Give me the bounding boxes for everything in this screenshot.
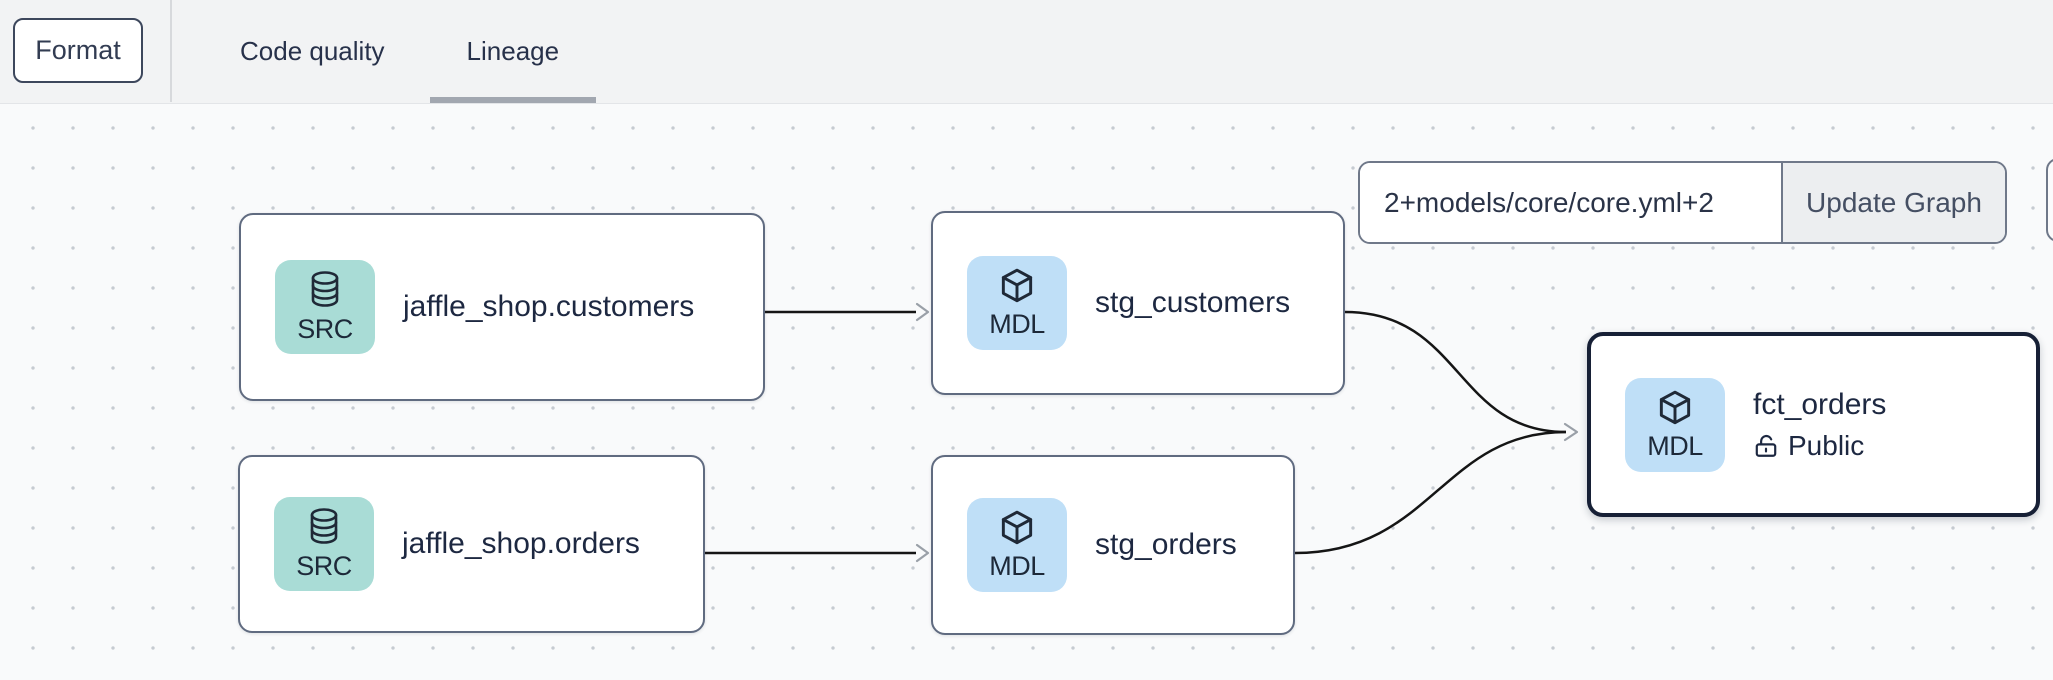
- node-stg-orders[interactable]: MDL stg_orders: [931, 455, 1295, 635]
- node-label: stg_customers: [1095, 286, 1291, 319]
- tab-label: Code quality: [240, 36, 385, 66]
- cropped-right-button[interactable]: [2046, 158, 2053, 242]
- node-text: fct_orders Public: [1753, 388, 1886, 462]
- node-fct-orders[interactable]: MDL fct_orders Public: [1587, 332, 2040, 517]
- unlock-icon: [1755, 434, 1777, 457]
- source-badge: SRC: [274, 497, 374, 591]
- node-type-label: SRC: [297, 314, 353, 344]
- node-jaffle-shop-customers[interactable]: SRC jaffle_shop.customers: [239, 213, 765, 401]
- tab-label: Lineage: [466, 36, 560, 66]
- node-jaffle-shop-orders[interactable]: SRC jaffle_shop.orders: [238, 455, 705, 633]
- node-type-label: SRC: [296, 551, 352, 581]
- lineage-selector-input[interactable]: [1360, 163, 1781, 242]
- node-type-label: MDL: [989, 551, 1045, 581]
- node-label: jaffle_shop.orders: [402, 527, 640, 560]
- node-access: Public: [1753, 430, 1886, 462]
- source-badge: SRC: [275, 260, 375, 354]
- node-stg-customers[interactable]: MDL stg_customers: [931, 211, 1345, 395]
- access-label: Public: [1788, 429, 1865, 461]
- toolbar-divider: [170, 0, 172, 102]
- model-badge: MDL: [967, 256, 1067, 350]
- cube-icon: [1659, 390, 1691, 424]
- node-label: stg_orders: [1095, 528, 1237, 561]
- database-icon: [311, 271, 339, 307]
- database-icon: [310, 508, 338, 544]
- node-label: jaffle_shop.customers: [403, 290, 695, 323]
- node-type-label: MDL: [989, 309, 1045, 339]
- tab-code-quality[interactable]: Code quality: [203, 0, 422, 103]
- model-badge: MDL: [1625, 377, 1725, 472]
- toolbar: Format Code quality Lineage: [0, 0, 2053, 104]
- node-label: fct_orders: [1753, 387, 1887, 421]
- model-badge: MDL: [967, 498, 1067, 592]
- update-graph-button[interactable]: Update Graph: [1781, 163, 2005, 242]
- node-type-label: MDL: [1647, 430, 1703, 461]
- lineage-selector-bar: Update Graph: [1358, 161, 2007, 244]
- cube-icon: [1001, 510, 1033, 545]
- format-button[interactable]: Format: [13, 18, 143, 83]
- tab-lineage[interactable]: Lineage: [429, 0, 597, 103]
- cube-icon: [1001, 268, 1033, 303]
- tab-bar: Code quality Lineage: [203, 0, 597, 103]
- tab-active-underline: [429, 97, 597, 103]
